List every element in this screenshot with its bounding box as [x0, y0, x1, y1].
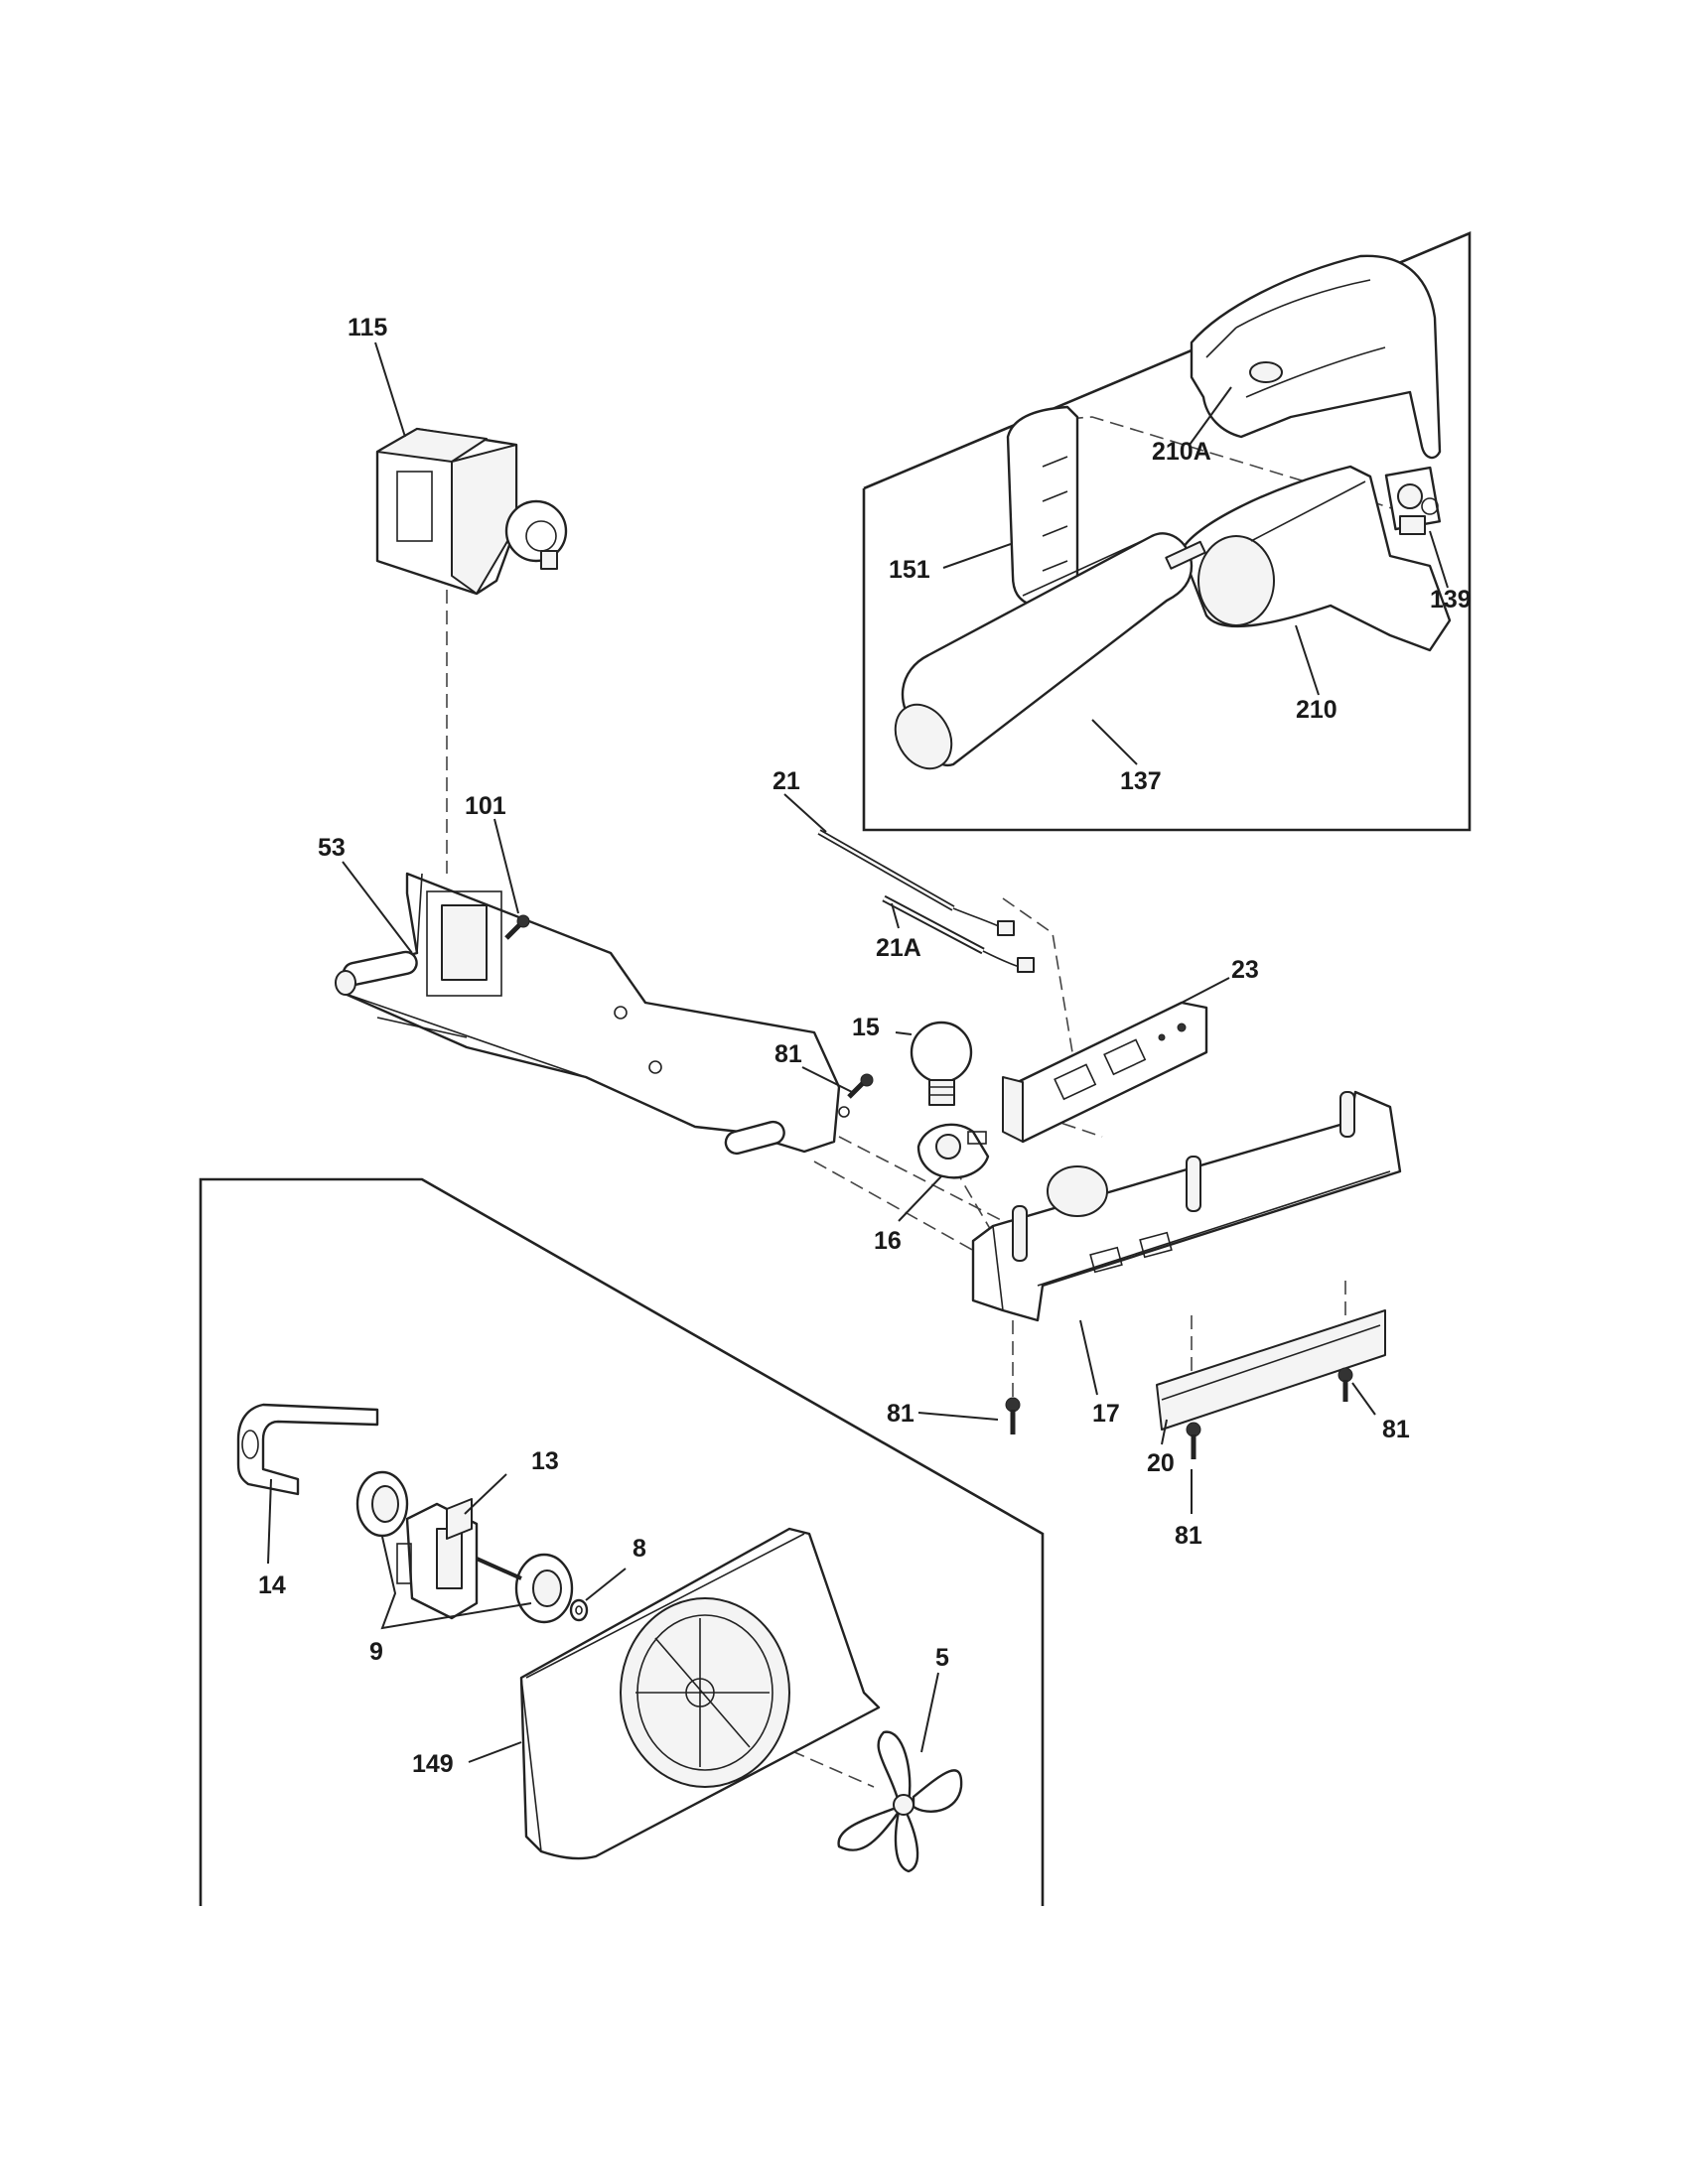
callout-137: 137: [1120, 767, 1162, 795]
part-81-screw-lower-center: [1186, 1422, 1201, 1459]
callout-21: 21: [773, 767, 800, 795]
callout-210: 210: [1296, 696, 1337, 724]
callout-81-upper: 81: [774, 1040, 802, 1068]
callout-13: 13: [531, 1447, 559, 1475]
callout-9: 9: [369, 1638, 383, 1666]
part-21-tube: [817, 829, 1015, 936]
callout-81-lower-center: 81: [1175, 1522, 1202, 1550]
part-115-dispenser-box: [375, 427, 568, 596]
callout-151: 151: [889, 556, 930, 584]
part-8-washer: [569, 1598, 589, 1622]
callout-5: 5: [935, 1644, 949, 1672]
callout-139: 139: [1430, 586, 1472, 614]
callout-23: 23: [1231, 956, 1259, 984]
part-9-grommet-left: [355, 1470, 409, 1538]
callout-115: 115: [348, 314, 387, 341]
callout-14: 14: [258, 1571, 286, 1599]
part-101-screw: [504, 914, 530, 940]
part-81-screw-lower-right: [1337, 1367, 1353, 1402]
part-13-fan-motor: [396, 1498, 522, 1620]
part-137-filter-cartridge: [894, 532, 1206, 770]
part-139-water-valve: [1384, 466, 1442, 535]
part-81-screw-upper: [847, 1073, 874, 1099]
part-151-filter-cover: [1006, 405, 1079, 609]
part-14-bracket: [236, 1403, 379, 1496]
callout-8: 8: [633, 1535, 646, 1563]
callout-labels: 115 210A 151 139 210 137 21 101 53 21A 2…: [258, 314, 1472, 1778]
callout-101: 101: [465, 792, 506, 820]
part-210A-upper-housing: [1190, 254, 1442, 460]
part-81-screw-lower-left: [1005, 1397, 1021, 1434]
part-23-control-board: [1002, 1001, 1208, 1144]
part-149-fan-shroud: [519, 1527, 881, 1860]
part-16-lamp-socket: [916, 1123, 990, 1179]
part-5-fan-blade: [837, 1730, 963, 1873]
callout-149: 149: [412, 1750, 454, 1778]
lower-left-inset-frame: [199, 1177, 1045, 1906]
callout-53: 53: [318, 834, 346, 862]
callout-81-lower-right: 81: [1382, 1416, 1410, 1443]
part-15-light-bulb: [910, 1021, 973, 1106]
callout-210A: 210A: [1152, 438, 1211, 466]
callout-81-lower-left: 81: [887, 1400, 914, 1428]
callout-21A: 21A: [876, 934, 921, 962]
part-20-front-panel: [1156, 1309, 1386, 1431]
part-17-dispenser-housing: [971, 1090, 1402, 1322]
part-53-chute-housing: [335, 872, 850, 1156]
callout-15: 15: [852, 1014, 880, 1041]
callout-20: 20: [1147, 1449, 1175, 1477]
part-210-filter-housing: [1180, 465, 1452, 652]
part-21A-tube: [882, 894, 1035, 973]
leader-lines: [267, 341, 1449, 1763]
callout-16: 16: [874, 1227, 902, 1255]
callout-17: 17: [1092, 1400, 1120, 1428]
part-9-grommet-right: [514, 1553, 574, 1624]
